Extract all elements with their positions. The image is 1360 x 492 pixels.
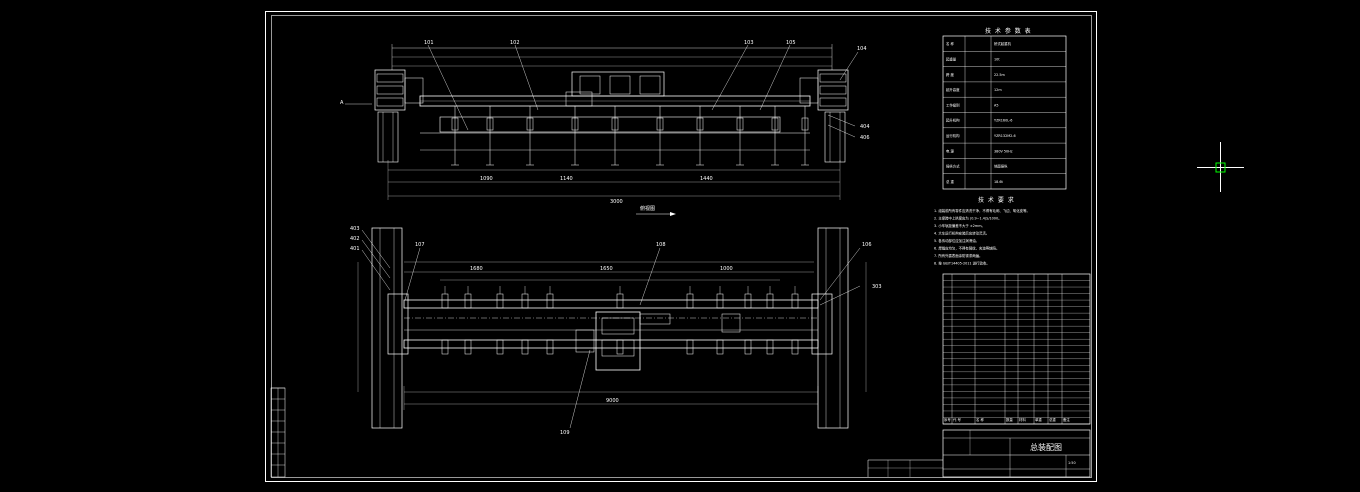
- bom-header-cell: 名 称: [976, 417, 984, 422]
- tech-key: 运行机构: [946, 133, 960, 138]
- tech-key: 总 重: [946, 179, 954, 184]
- tech-key: 名 称: [946, 41, 954, 46]
- left-margin-strip: [270, 387, 286, 478]
- callout-label: 108: [656, 242, 666, 248]
- view-label-text: 俯视图: [640, 205, 655, 212]
- bom-header-cell: 材料: [1019, 417, 1026, 422]
- sheet-outer-frame: [265, 11, 1097, 482]
- bom-header-cell: 总重: [1049, 417, 1056, 422]
- tech-key: 电 源: [946, 148, 954, 153]
- dimension-label: 1650: [600, 266, 613, 272]
- dimension-label: 1090: [480, 176, 493, 182]
- tech-requirements: 1. 组装前所有零件应清洗干净，不得有毛刺、飞边、氧化皮等。 2. 主梁跨中上拱度…: [934, 208, 1030, 266]
- callout-label: 402: [350, 236, 360, 242]
- tech-value: 22.5m: [994, 73, 1006, 77]
- dimension-label: 1680: [470, 266, 483, 272]
- tech-key: 跨 度: [946, 72, 954, 77]
- plan-view[interactable]: [357, 227, 867, 429]
- dimension-label: 1440: [700, 176, 713, 182]
- tech-value: 地面操纵: [994, 164, 1008, 169]
- tech-value: YZR132M2-6: [994, 134, 1016, 138]
- callout-label: 303: [872, 284, 882, 290]
- requirement-line: 6. 焊缝应均匀，不得有裂纹、夹渣等缺陷。: [934, 246, 999, 251]
- callout-label: 107: [415, 242, 425, 248]
- tech-req-title: 技 术 要 求: [978, 196, 1015, 204]
- callout-label: 106: [862, 242, 872, 248]
- tech-value: 18.6t: [994, 180, 1004, 184]
- title-block: 总装配图 1:50: [867, 429, 1091, 478]
- dimension-label: 3000: [610, 199, 623, 205]
- callout-label: 102: [510, 40, 520, 46]
- tech-value: 12m: [994, 88, 1002, 92]
- bom-header-cell: 代 号: [953, 417, 961, 422]
- front-elevation-view[interactable]: [345, 44, 859, 200]
- callout-label: 104: [857, 46, 867, 52]
- requirement-line: 7. 所有外露表面涂防锈漆两遍。: [934, 253, 982, 258]
- callout-label: 105: [786, 40, 796, 46]
- tech-value: 10t: [994, 57, 1000, 61]
- callout-label: 109: [560, 430, 570, 436]
- tech-value: 380V 50Hz: [994, 149, 1013, 153]
- bom-table[interactable]: 序号代 号 名 称 数量 材料 单重 总重 备注: [942, 273, 1091, 425]
- tech-value: A5: [994, 103, 998, 107]
- bom-header-cell: 数量: [1006, 417, 1013, 422]
- callout-label: 403: [350, 226, 360, 232]
- requirement-line: 2. 主梁跨中上拱度应为 (0.9~1.4)S/1000。: [934, 216, 1002, 221]
- tech-value: 桥式起重机: [994, 41, 1012, 46]
- tech-key: 起重量: [946, 56, 957, 61]
- requirement-line: 1. 组装前所有零件应清洗干净，不得有毛刺、飞边、氧化皮等。: [934, 208, 1030, 213]
- dimension-label: 1000: [720, 266, 733, 272]
- requirement-line: 3. 小车轨距偏差不大于 ±2mm。: [934, 223, 985, 228]
- requirement-line: 4. 大车运行机构安装后应转动灵活。: [934, 231, 989, 236]
- tech-key: 起升高度: [946, 87, 960, 92]
- tech-key: 起升机构: [946, 118, 960, 123]
- dimension-label: 1140: [560, 176, 573, 182]
- bom-header-cell: 备注: [1063, 417, 1070, 422]
- callout-label: 406: [860, 135, 870, 141]
- tech-table-title: 技 术 参 数 表: [985, 27, 1032, 35]
- view-direction-label: 俯视图: [636, 205, 676, 216]
- requirement-line: 8. 按 GB/T14405-2011 进行验收。: [934, 261, 990, 266]
- sheet-inner-frame: [271, 15, 1092, 478]
- requirement-line: 5. 各传动部位应加注润滑油。: [934, 238, 979, 243]
- callout-label: 101: [424, 40, 434, 46]
- tech-key: 操纵方式: [946, 164, 960, 169]
- callout-label: 401: [350, 246, 360, 252]
- bom-header-cell: 序号: [944, 417, 951, 422]
- sheet-name: 总装配图: [1030, 442, 1062, 452]
- callout-label: 404: [860, 124, 870, 130]
- callout-label: 103: [744, 40, 754, 46]
- tech-key: 工作级别: [946, 102, 960, 107]
- tech-value: YZR160L-6: [994, 119, 1012, 123]
- bom-header-cell: 单重: [1035, 417, 1042, 422]
- cad-crosshair-cursor[interactable]: [1197, 142, 1244, 192]
- dimension-label: 9000: [606, 398, 619, 404]
- sheet-scale: 1:50: [1068, 461, 1076, 465]
- section-mark-a: A: [340, 100, 344, 106]
